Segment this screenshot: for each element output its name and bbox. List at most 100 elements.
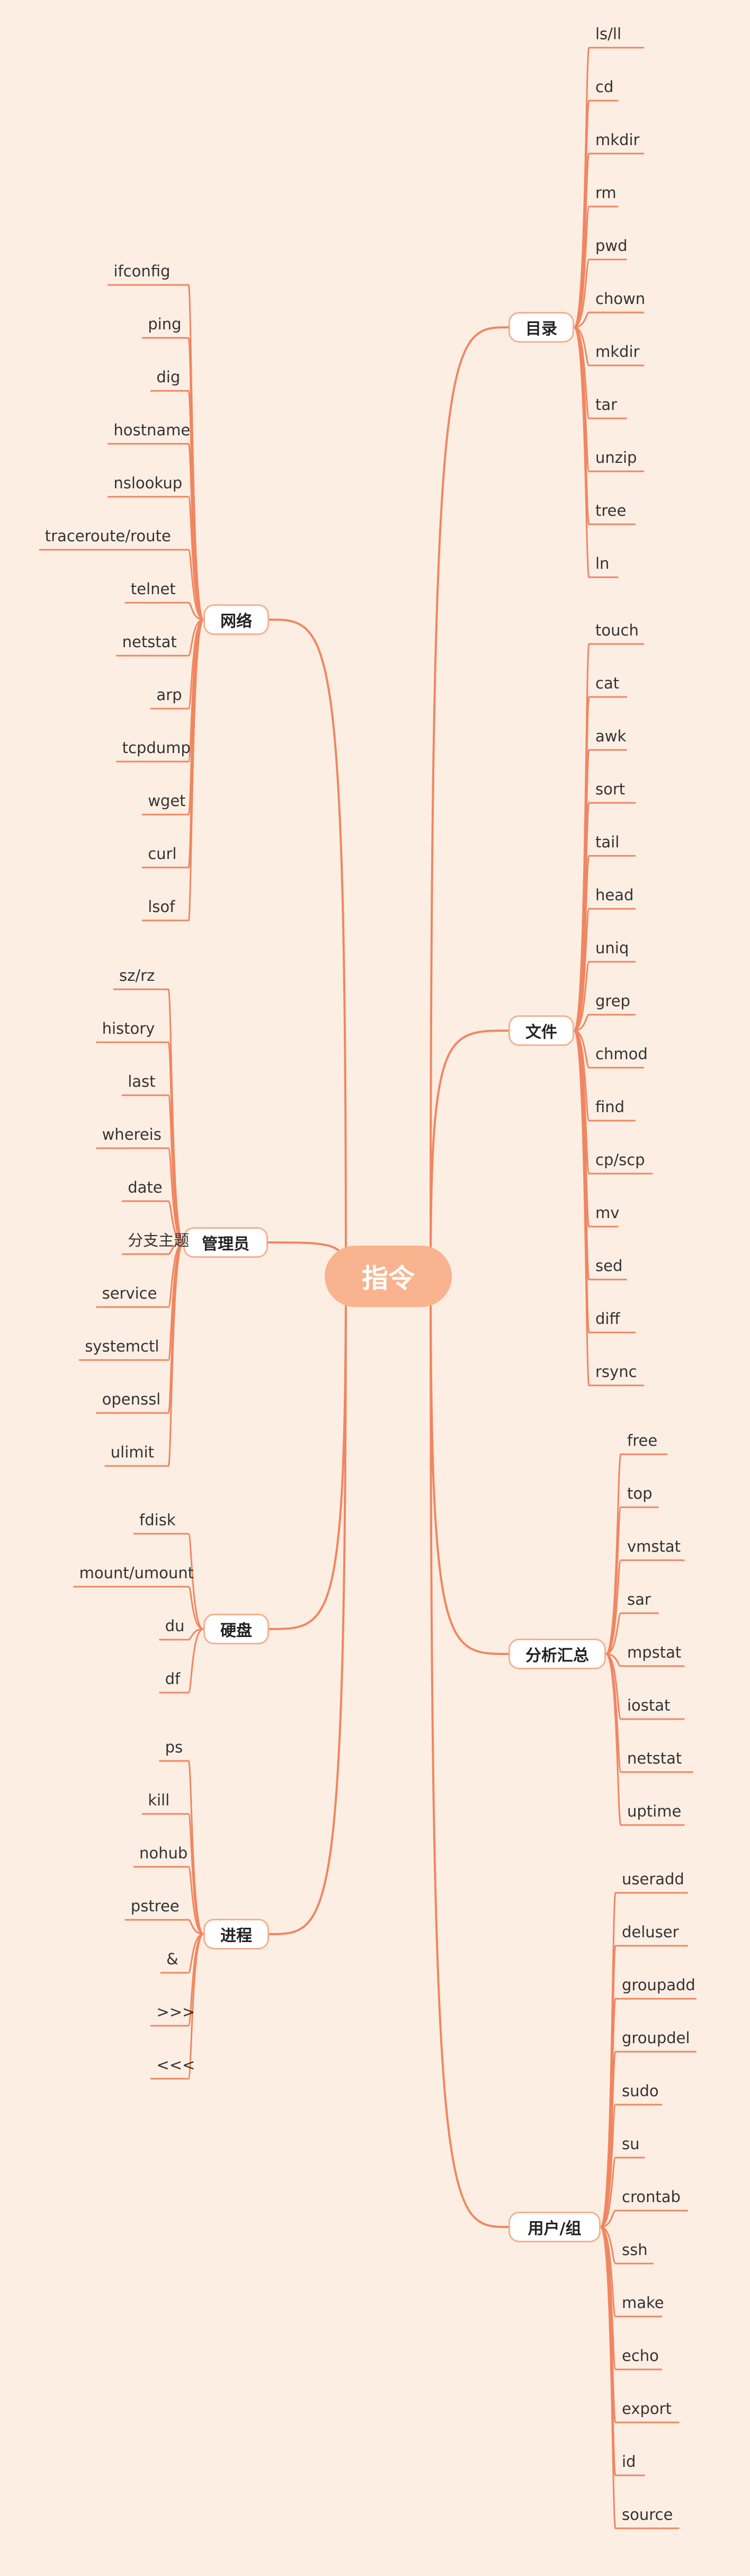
- leaf-item[interactable]: echo: [622, 2347, 659, 2365]
- leaf-item[interactable]: top: [627, 1484, 653, 1502]
- leaf-item[interactable]: netstat: [122, 633, 177, 651]
- leaf-item[interactable]: history: [102, 1019, 155, 1037]
- leaf-item[interactable]: sz/rz: [119, 967, 155, 985]
- leaf-item[interactable]: netstat: [627, 1749, 682, 1767]
- leaf-item[interactable]: tail: [595, 833, 620, 851]
- branch-node-fenxi[interactable]: 分析汇总: [508, 1639, 606, 1669]
- leaf-connector: [573, 1030, 645, 1387]
- leaf-item[interactable]: tar: [595, 396, 618, 414]
- leaf-item[interactable]: service: [102, 1284, 157, 1302]
- leaf-item[interactable]: id: [622, 2453, 636, 2471]
- branch-node-yingpan[interactable]: 硬盘: [203, 1614, 269, 1644]
- leaf-item[interactable]: nslookup: [113, 474, 183, 492]
- leaf-item[interactable]: ssh: [622, 2241, 648, 2259]
- leaf-connector: [133, 1533, 204, 1630]
- branch-node-guanli[interactable]: 管理员: [183, 1227, 268, 1258]
- leaf-item[interactable]: make: [622, 2294, 664, 2312]
- leaf-item[interactable]: tree: [595, 502, 627, 520]
- leaf-item[interactable]: export: [622, 2400, 672, 2418]
- branch-node-wenjian[interactable]: 文件: [508, 1015, 574, 1046]
- leaf-item[interactable]: systemctl: [85, 1337, 159, 1355]
- leaf-item[interactable]: date: [128, 1178, 163, 1196]
- leaf-item[interactable]: arp: [156, 686, 182, 704]
- leaf-item[interactable]: mv: [595, 1204, 620, 1222]
- leaf-item[interactable]: mkdir: [595, 343, 640, 361]
- leaf-item[interactable]: free: [627, 1432, 658, 1450]
- leaf-item[interactable]: ls/ll: [595, 25, 622, 43]
- leaf-item[interactable]: touch: [595, 621, 639, 639]
- leaf-item[interactable]: whereis: [102, 1125, 162, 1143]
- leaf-item[interactable]: cp/scp: [595, 1151, 645, 1169]
- leaf-connector: [600, 2226, 654, 2265]
- leaf-item[interactable]: sudo: [622, 2082, 659, 2100]
- leaf-item[interactable]: sed: [595, 1257, 623, 1275]
- leaf-item[interactable]: ln: [595, 554, 610, 573]
- leaf-item[interactable]: rm: [595, 184, 617, 202]
- root-node[interactable]: 指令: [325, 1246, 452, 1307]
- leaf-item[interactable]: wget: [148, 792, 186, 810]
- leaf-item[interactable]: nohub: [139, 1844, 188, 1862]
- leaf-item[interactable]: source: [622, 2506, 673, 2524]
- leaf-item[interactable]: rsync: [595, 1363, 637, 1381]
- leaf-item[interactable]: mkdir: [595, 131, 640, 149]
- leaf-item[interactable]: fdisk: [139, 1511, 176, 1529]
- leaf-connector: [600, 2226, 680, 2529]
- leaf-item[interactable]: mpstat: [627, 1643, 682, 1661]
- leaf-item[interactable]: crontab: [622, 2188, 681, 2206]
- leaf-item[interactable]: traceroute/route: [44, 527, 171, 545]
- leaf-item[interactable]: ps: [165, 1738, 183, 1756]
- leaf-item[interactable]: mount/umount: [79, 1564, 194, 1582]
- leaf-item[interactable]: chmod: [595, 1045, 648, 1063]
- leaf-item[interactable]: chown: [595, 290, 646, 308]
- leaf-item[interactable]: uniq: [595, 939, 629, 957]
- leaf-item[interactable]: grep: [595, 992, 630, 1010]
- leaf-item[interactable]: >>>: [156, 2003, 195, 2021]
- leaf-item[interactable]: head: [595, 886, 634, 904]
- leaf-item[interactable]: ifconfig: [113, 262, 171, 280]
- leaf-connector: [573, 153, 645, 328]
- leaf-item[interactable]: &: [166, 1950, 178, 1968]
- leaf-item[interactable]: pwd: [595, 237, 628, 255]
- leaf-item[interactable]: sort: [595, 780, 626, 798]
- leaf-item[interactable]: cat: [595, 674, 620, 692]
- leaf-item[interactable]: dig: [156, 368, 181, 386]
- leaf-item[interactable]: awk: [595, 727, 627, 745]
- leaf-item[interactable]: tcpdump: [122, 739, 191, 757]
- leaf-item[interactable]: diff: [595, 1310, 620, 1328]
- leaf-item[interactable]: <<<: [156, 2056, 195, 2074]
- leaf-item[interactable]: telnet: [130, 580, 176, 598]
- branch-node-wangluo[interactable]: 网络: [203, 604, 269, 635]
- leaf-item[interactable]: useradd: [622, 1870, 684, 1888]
- leaf-item[interactable]: lsof: [148, 898, 175, 916]
- branch-node-jincheng[interactable]: 进程: [203, 1919, 269, 1949]
- leaf-connector: [605, 1612, 659, 1655]
- leaf-connector: [600, 2226, 663, 2318]
- leaf-item[interactable]: ulimit: [110, 1443, 154, 1461]
- branch-node-yonghu[interactable]: 用户/组: [508, 2212, 601, 2242]
- leaf-item[interactable]: uptime: [627, 1802, 682, 1820]
- leaf-item[interactable]: sar: [627, 1590, 651, 1608]
- leaf-item[interactable]: hostname: [113, 421, 191, 439]
- leaf-item[interactable]: openssl: [102, 1390, 161, 1408]
- leaf-item[interactable]: kill: [148, 1791, 170, 1809]
- branch-node-mulu[interactable]: 目录: [508, 312, 574, 343]
- leaf-item[interactable]: last: [128, 1072, 156, 1090]
- leaf-item[interactable]: du: [165, 1617, 185, 1635]
- leaf-item[interactable]: cd: [595, 78, 614, 96]
- leaf-item[interactable]: iostat: [627, 1696, 671, 1714]
- leaf-item[interactable]: vmstat: [627, 1537, 681, 1555]
- leaf-connector: [39, 549, 204, 621]
- leaf-item[interactable]: find: [595, 1098, 625, 1116]
- leaf-item[interactable]: groupdel: [622, 2029, 690, 2047]
- leaf-item[interactable]: curl: [148, 845, 177, 863]
- leaf-item[interactable]: ping: [148, 315, 182, 333]
- leaf-item[interactable]: pstree: [130, 1897, 180, 1915]
- leaf-connector: [605, 1653, 685, 1720]
- leaf-item[interactable]: su: [622, 2135, 640, 2153]
- leaf-item[interactable]: groupadd: [622, 1976, 695, 1994]
- leaf-item[interactable]: deluser: [622, 1923, 679, 1941]
- leaf-item[interactable]: df: [165, 1670, 181, 1688]
- leaf-item[interactable]: 分支主题: [128, 1231, 190, 1249]
- leaf-item[interactable]: unzip: [595, 449, 637, 467]
- leaf-connector: [600, 2104, 663, 2228]
